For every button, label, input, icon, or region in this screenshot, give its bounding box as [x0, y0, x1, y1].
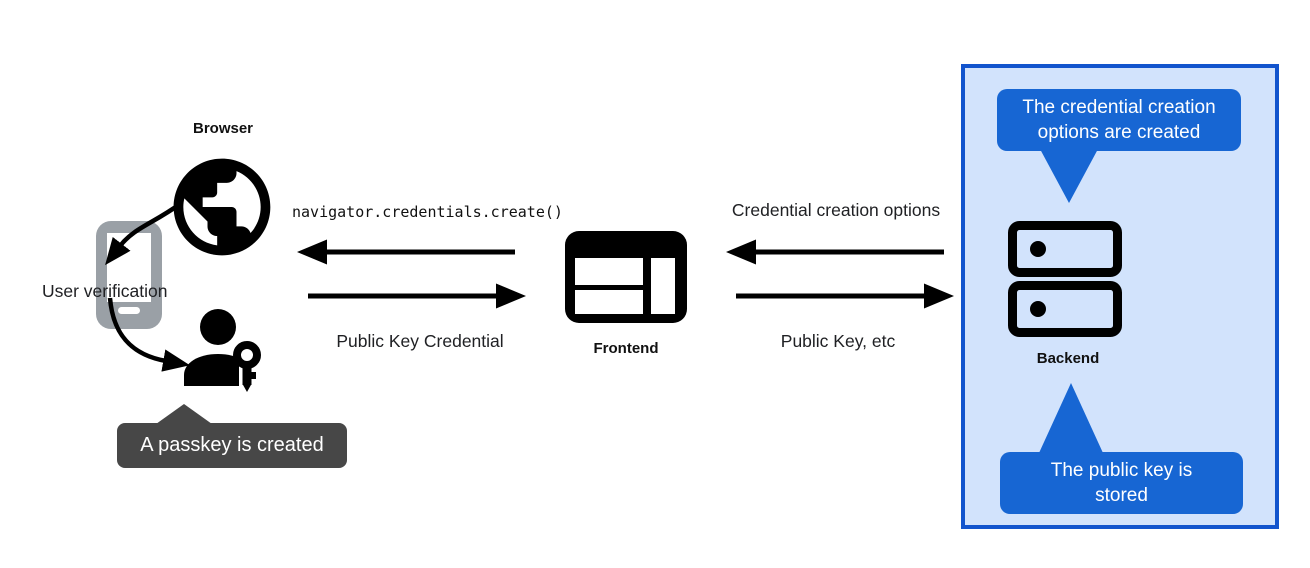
phone-icon	[96, 221, 162, 329]
passkey-tooltip: A passkey is created	[117, 423, 347, 468]
frontend-window-icon	[565, 231, 687, 323]
person-key-icon	[184, 309, 261, 392]
public-key-etc-label: Public Key, etc	[780, 331, 896, 351]
frontend-label: Frontend	[593, 340, 659, 357]
server-icon	[1008, 221, 1122, 337]
passkey-tooltip-pointer	[156, 404, 212, 424]
credential-creation-options-label: Credential creation options	[731, 200, 941, 220]
navigator-create-label: navigator.credentials.create()	[292, 203, 563, 221]
backend-callout-top-pointer	[1040, 149, 1098, 203]
user-verification-label: User verification	[42, 281, 168, 301]
browser-label: Browser	[192, 120, 254, 137]
backend-callout-bottom-pointer	[1039, 383, 1103, 453]
public-key-credential-label: Public Key Credential	[336, 331, 504, 351]
globe-icon	[173, 158, 271, 256]
backend-callout-top: The credential creation options are crea…	[997, 89, 1241, 151]
backend-callout-bottom: The public key is stored	[1000, 452, 1243, 514]
backend-label: Backend	[1036, 350, 1100, 367]
